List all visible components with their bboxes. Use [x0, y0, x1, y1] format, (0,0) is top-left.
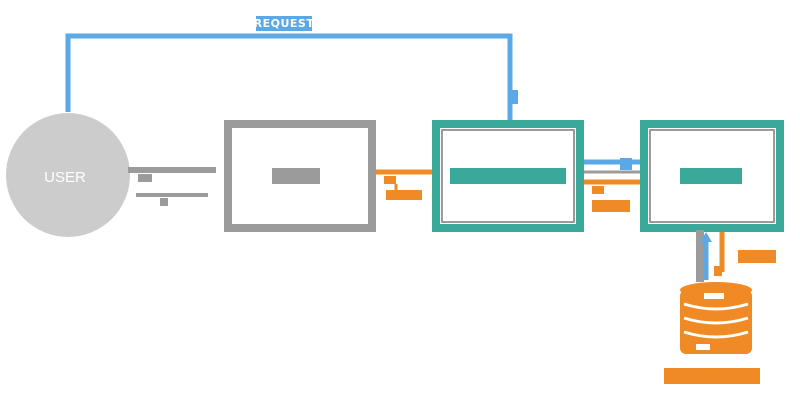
controller-inner-box [441, 129, 575, 223]
database-accent-2 [696, 344, 710, 350]
database-stripe-1 [683, 302, 749, 311]
controller-to-view-label-box [386, 190, 422, 200]
view-label-box [272, 168, 320, 184]
controller-to-model-tab [620, 158, 632, 170]
controller-label: CONTROLLER [465, 170, 552, 183]
request-label: REQUEST [254, 17, 315, 30]
database-accent-1 [704, 293, 724, 299]
model-to-controller-tab [592, 186, 604, 194]
model-label: MODEL [688, 170, 734, 183]
model-to-db-label-box [738, 250, 776, 263]
request-flow: REQUEST [65, 16, 518, 120]
user-circle [6, 113, 130, 237]
model-to-controller-label-box [592, 200, 630, 212]
model-database-connectors [696, 230, 776, 282]
controller-label-box [450, 168, 566, 184]
database-label: DATABASE [678, 370, 746, 383]
database-top [680, 282, 752, 298]
database-stripe-2 [683, 316, 749, 325]
view-node: VIEW [224, 120, 376, 232]
database-node: DATABASE [664, 282, 760, 384]
model-node: MODEL [640, 120, 784, 232]
request-line [65, 33, 513, 120]
model-inner-box [649, 129, 775, 223]
user-view-connectors [128, 167, 216, 206]
user-to-view-tab [138, 174, 152, 182]
view-label: VIEW [279, 170, 313, 183]
view-to-user-tab [160, 198, 168, 206]
controller-view-connectors [376, 169, 432, 200]
controller-node: CONTROLLER [432, 120, 584, 232]
request-arrow-tab [510, 90, 518, 104]
model-label-box [680, 168, 742, 184]
db-gray-bar [696, 230, 704, 282]
db-to-model-arrow [700, 232, 712, 242]
request-label-box [256, 16, 312, 31]
user-node: USER [6, 113, 130, 237]
user-label: USER [44, 169, 86, 186]
database-label-box [664, 368, 760, 384]
model-to-db-tab [714, 266, 722, 276]
controller-to-view-tab [384, 176, 396, 184]
controller-model-connectors [584, 158, 640, 212]
database-stripe-3 [683, 330, 749, 339]
